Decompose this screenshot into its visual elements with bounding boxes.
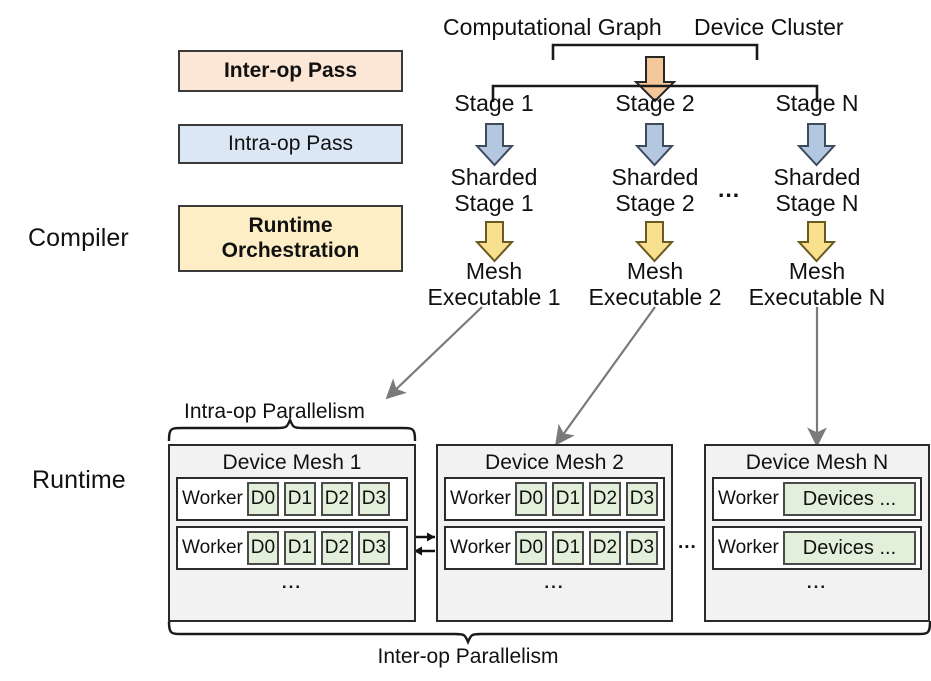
mesh-executable-1-line1: Mesh	[465, 258, 523, 284]
worker-label: Worker	[182, 488, 243, 510]
legend-intra-op-pass[interactable]: Intra-op Pass	[178, 124, 403, 164]
computational-graph-node: Computational Graph	[443, 14, 662, 40]
device-mesh-n[interactable]: Device Mesh N Worker Devices ... Worker …	[704, 444, 930, 622]
sharded-stage-1-line1: Sharded	[450, 164, 538, 190]
sharded-stage-n-line1: Sharded	[773, 164, 861, 190]
compiler-section-label: Compiler	[28, 224, 129, 252]
device-mesh-n-worker-row-1[interactable]: Worker Devices ...	[712, 477, 922, 522]
device-mesh-n-worker-row-2[interactable]: Worker Devices ...	[712, 526, 922, 571]
device-list: D0 D1 D2 D3	[514, 531, 659, 566]
device-mesh-2-worker-row-2[interactable]: Worker D0 D1 D2 D3	[444, 526, 665, 571]
device-d2[interactable]: D2	[320, 531, 353, 566]
devices-placeholder[interactable]: Devices ...	[782, 531, 916, 566]
legend-runtime-line2: Orchestration	[221, 238, 360, 262]
device-mesh-1[interactable]: Device Mesh 1 Worker D0 D1 D2 D3 Worker …	[168, 444, 416, 622]
stage-node-2: Stage 2	[615, 90, 695, 116]
runtime-section-label: Runtime	[32, 466, 126, 494]
yellow-down-arrow-3	[796, 221, 837, 263]
device-d2[interactable]: D2	[588, 531, 621, 566]
legend-runtime-line1: Runtime	[248, 213, 333, 237]
device-mesh-2[interactable]: Device Mesh 2 Worker D0 D1 D2 D3 Worker …	[436, 444, 673, 622]
inter-op-parallelism-label: Inter-op Parallelism	[377, 645, 559, 668]
inter-op-brace	[167, 620, 931, 646]
sharded-stage-node-n: Sharded Stage N	[747, 164, 887, 216]
mesh-between-ellipsis: ...	[678, 532, 697, 553]
sharded-stage-2-line2: Stage 2	[615, 189, 695, 216]
mesh-executable-2-line2: Executable 2	[588, 283, 722, 310]
device-mesh-1-worker-row-1[interactable]: Worker D0 D1 D2 D3	[176, 477, 408, 522]
device-d0[interactable]: D0	[514, 482, 547, 517]
mesh-executable-node-1: Mesh Executable 1	[409, 258, 579, 310]
worker-label: Worker	[182, 537, 243, 559]
device-list: D0 D1 D2 D3	[246, 482, 402, 517]
sharded-stage-node-1: Sharded Stage 1	[424, 164, 564, 216]
legend-inter-op-pass[interactable]: Inter-op Pass	[178, 50, 403, 92]
stage-node-1: Stage 1	[454, 90, 534, 116]
stage-fanout-bracket	[491, 84, 819, 102]
device-cluster-node: Device Cluster	[694, 14, 844, 40]
device-d3[interactable]: D3	[625, 482, 658, 517]
gray-arrow-to-mesh-2	[555, 306, 656, 446]
device-d1[interactable]: D1	[551, 482, 584, 517]
intra-op-parallelism-label: Intra-op Parallelism	[184, 400, 365, 423]
mesh-executable-n-line1: Mesh	[788, 258, 846, 284]
mesh-executable-n-line2: Executable N	[748, 283, 886, 310]
device-d0[interactable]: D0	[246, 482, 279, 517]
device-d1[interactable]: D1	[551, 531, 584, 566]
sharded-stage-2-line1: Sharded	[611, 164, 699, 190]
blue-down-arrow-3	[796, 123, 837, 167]
worker-label: Worker	[450, 488, 511, 510]
orange-down-arrow	[633, 56, 677, 103]
device-list: D0 D1 D2 D3	[514, 482, 659, 517]
yellow-down-arrow-2	[634, 221, 675, 263]
sharded-stage-node-2: Sharded Stage 2	[585, 164, 725, 216]
device-d2[interactable]: D2	[588, 482, 621, 517]
legend-runtime-orchestration[interactable]: Runtime Orchestration	[178, 205, 403, 272]
device-d1[interactable]: D1	[283, 482, 316, 517]
legend-inter-op-pass-label: Inter-op Pass	[223, 58, 358, 82]
worker-label: Worker	[718, 488, 779, 510]
device-mesh-n-ellipsis: ...	[806, 573, 828, 593]
worker-label: Worker	[718, 537, 779, 559]
device-d3[interactable]: D3	[357, 482, 390, 517]
sharded-stage-n-line2: Stage N	[775, 189, 859, 216]
devices-placeholder[interactable]: Devices ...	[782, 482, 916, 517]
device-mesh-1-title: Device Mesh 1	[222, 451, 362, 474]
intra-op-brace	[167, 416, 417, 442]
device-mesh-2-worker-row-1[interactable]: Worker D0 D1 D2 D3	[444, 477, 665, 522]
mesh-interconnect-arrows	[414, 532, 435, 556]
gray-arrow-to-mesh-1	[385, 306, 483, 400]
mesh-executable-node-n: Mesh Executable N	[732, 258, 902, 310]
stage-node-n: Stage N	[775, 90, 859, 116]
device-mesh-1-ellipsis: ...	[281, 573, 303, 593]
device-d1[interactable]: D1	[283, 531, 316, 566]
device-mesh-n-title: Device Mesh N	[745, 451, 889, 474]
device-d0[interactable]: D0	[246, 531, 279, 566]
device-mesh-2-title: Device Mesh 2	[485, 451, 624, 474]
sharded-stage-1-line2: Stage 1	[454, 189, 534, 216]
device-mesh-1-worker-row-2[interactable]: Worker D0 D1 D2 D3	[176, 526, 408, 571]
blue-down-arrow-2	[634, 123, 675, 167]
mesh-executable-1-line2: Executable 1	[427, 283, 561, 310]
legend-intra-op-pass-label: Intra-op Pass	[228, 131, 353, 155]
device-list: D0 D1 D2 D3	[246, 531, 402, 566]
blue-down-arrow-1	[474, 123, 515, 167]
input-bracket	[551, 43, 759, 60]
device-d2[interactable]: D2	[320, 482, 353, 517]
mesh-executable-node-2: Mesh Executable 2	[570, 258, 740, 310]
yellow-down-arrow-1	[474, 221, 515, 263]
worker-label: Worker	[450, 537, 511, 559]
device-mesh-2-ellipsis: ...	[544, 573, 565, 593]
device-d3[interactable]: D3	[357, 531, 390, 566]
sharded-stage-ellipsis: ...	[718, 176, 741, 202]
mesh-executable-2-line1: Mesh	[626, 258, 684, 284]
device-d0[interactable]: D0	[514, 531, 547, 566]
device-d3[interactable]: D3	[625, 531, 658, 566]
